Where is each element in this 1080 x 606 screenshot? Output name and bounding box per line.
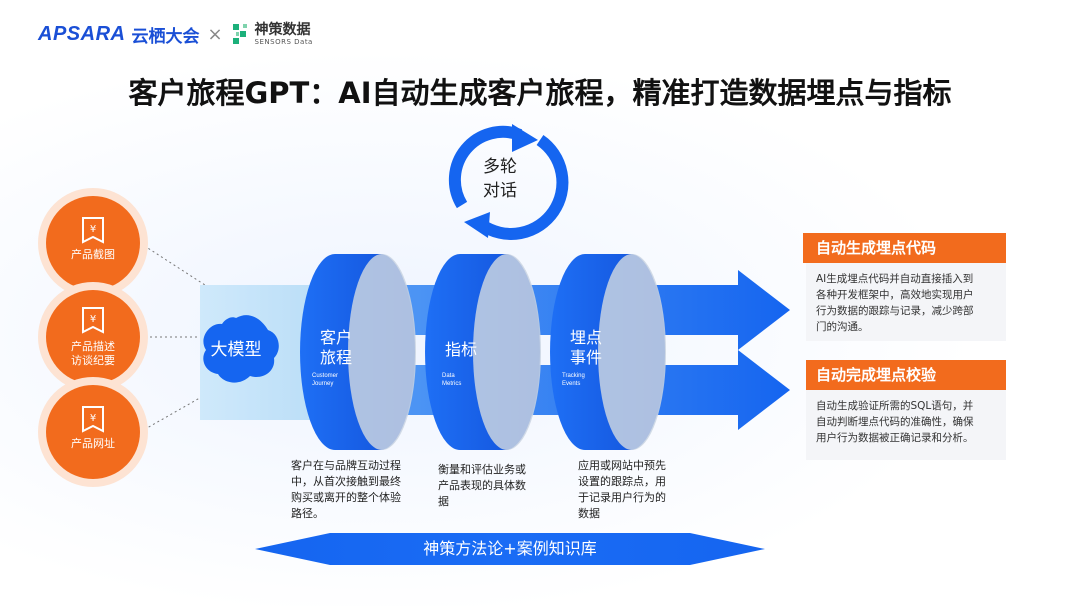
input-connectors [139,242,206,433]
document-icon: ¥ [82,307,104,334]
desc-line: 衡量和评估业务或 [438,463,526,476]
document-icon: ¥ [82,406,104,433]
input-label: 产品截图 [71,248,115,261]
panel-line: 自动生成验证所需的SQL语句，并 [816,400,974,412]
cycle-line2: 对话 [483,181,517,201]
panel-line: 用户行为数据被正确记录和分析。 [816,432,974,444]
stage-en1: Data [442,373,455,379]
cycle-label: 多轮 对话 [460,155,540,203]
stage-en1: Customer [312,373,339,379]
cylinder-tracking-events [550,254,666,450]
stage-en2: Metrics [442,381,462,387]
cylinder-customer-journey [300,254,416,450]
input-product-description: ¥ 产品描述 访谈纪要 [46,290,140,384]
desc-line: 购买或离开的整个体验 [291,491,401,504]
desc-line: 中，从首次接触到最终 [291,475,401,488]
input-product-url: ¥ 产品网址 [46,385,140,479]
desc-line: 应用或网站中预先 [578,459,666,472]
stage-customer-journey-en: Customer Journey [312,372,338,388]
stage-metrics-en: Data Metrics [442,372,461,388]
cycle-arrowhead-top [512,124,538,152]
stage-line2: 旅程 [319,348,352,367]
header-logos: APSARA 云栖大会 × 神策数据 SENSORS Data [38,20,313,48]
input-label-line2: 访谈纪要 [71,354,115,367]
apsara-logo: APSARA [38,22,126,45]
desc-line: 于记录用户行为的 [578,491,666,504]
input-product-screenshot: ¥ 产品截图 [46,196,140,290]
panel-line: 行为数据的跟踪与记录，减少跨部 [816,305,974,317]
stage-line2: 事件 [569,348,602,367]
output-code-title: 自动生成埋点代码 [806,233,1006,263]
stage-metrics-desc: 衡量和评估业务或 产品表现的具体数 据 [438,462,526,510]
separator: × [207,23,223,45]
svg-text:¥: ¥ [90,314,96,325]
panel-line: AI生成埋点代码并自动直接插入到 [816,273,974,285]
desc-line: 路径。 [291,507,324,520]
stage-tracking-events-desc: 应用或网站中预先 设置的跟踪点，用 于记录用户行为的 数据 [578,458,666,522]
sensors-data-logo-icon [232,24,247,44]
input-label-line1: 产品描述 [71,340,115,353]
stage-en2: Journey [312,381,334,387]
sensors-en: SENSORS Data [254,37,313,46]
foundation-shape [255,533,765,565]
cycle-line1: 多轮 [483,157,517,177]
stage-line1: 指标 [444,340,477,359]
stage-en2: Events [562,381,581,387]
model-badge-shape [203,315,279,383]
desc-line: 据 [438,495,449,508]
foundation-label: 神策方法论+案例知识库 [423,539,597,558]
document-icon: ¥ [82,217,104,244]
input-label: 产品网址 [71,437,115,450]
yunqi-logo-text: 云栖大会 [131,26,200,47]
panel-line: 门的沟通。 [816,321,869,333]
stage-line1: 客户 [319,328,352,347]
desc-line: 数据 [578,507,600,520]
output-badge-strip-1 [803,233,807,263]
stage-customer-journey-desc: 客户在与品牌互动过程 中，从首次接触到最终 购买或离开的整个体验 路径。 [291,458,401,522]
stage-customer-journey-label: 客户 旅程 [308,328,364,368]
stage-line1: 埋点 [569,328,602,347]
stage-metrics-label: 指标 [433,340,489,360]
cylinder-metrics [425,254,541,450]
svg-text:¥: ¥ [90,413,96,424]
model-label: 大模型 [210,340,262,360]
output-validation-panel: 自动生成验证所需的SQL语句，并 自动判断埋点代码的准确性，确保 用户行为数据被… [806,390,1006,460]
desc-line: 产品表现的具体数 [438,479,526,492]
sensors-data-logo-text: 神策数据 SENSORS Data [255,23,313,46]
panel-line: 各种开发框架中，高效地实现用户 [816,289,974,301]
output-validation-title: 自动完成埋点校验 [806,360,1006,390]
cycle-arrowhead-bottom [464,212,490,238]
svg-text:¥: ¥ [90,224,96,235]
panel-line: 自动判断埋点代码的准确性，确保 [816,416,974,428]
input-label: 产品描述 访谈纪要 [46,340,140,368]
page-title: 客户旅程GPT：AI自动生成客户旅程，精准打造数据埋点与指标 [128,76,952,110]
stage-tracking-events-en: Tracking Events [562,372,585,388]
cycle-arrows-icon [448,125,569,240]
desc-line: 设置的跟踪点，用 [578,475,666,488]
stage-en1: Tracking [562,373,585,379]
desc-line: 客户在与品牌互动过程 [291,459,401,472]
output-code-panel: AI生成埋点代码并自动直接插入到 各种开发框架中，高效地实现用户 行为数据的跟踪… [806,263,1006,341]
sensors-cn: 神策数据 [254,21,311,38]
stage-tracking-events-label: 埋点 事件 [558,328,614,368]
